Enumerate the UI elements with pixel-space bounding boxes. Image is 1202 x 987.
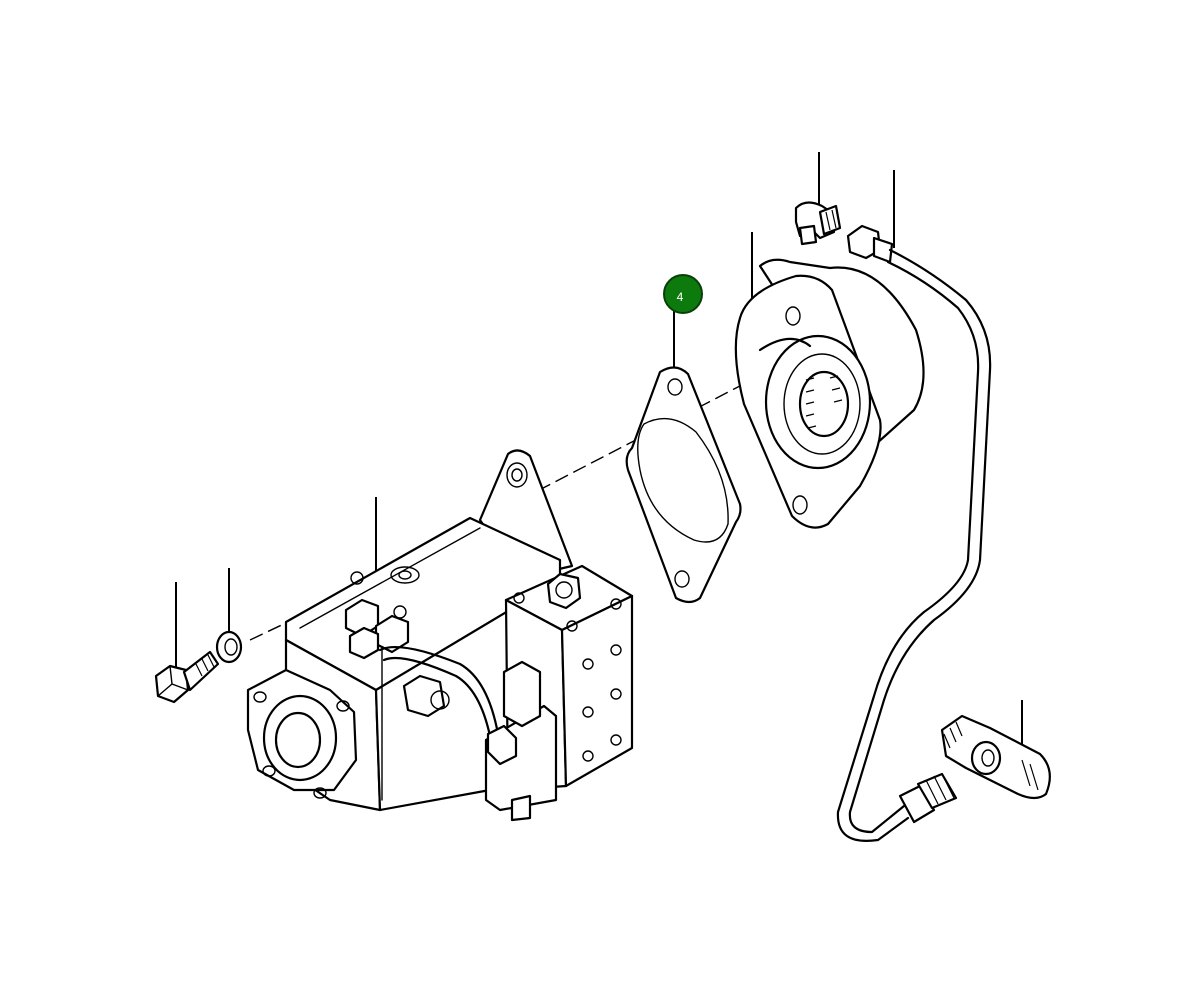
leader-lines	[175, 152, 1023, 752]
hex-bolt	[154, 650, 220, 704]
washer	[215, 630, 243, 664]
callout-4[interactable]: 4	[663, 274, 703, 314]
callout-4-label: 4	[677, 290, 684, 304]
callout-4-circle	[663, 274, 703, 314]
hydraulic-pump	[246, 449, 634, 822]
hydraulic-pipe	[836, 224, 992, 842]
gasket	[625, 366, 742, 604]
adapter-housing	[734, 258, 925, 529]
banjo-bolt	[940, 714, 1051, 800]
elbow-fitting	[794, 201, 842, 246]
